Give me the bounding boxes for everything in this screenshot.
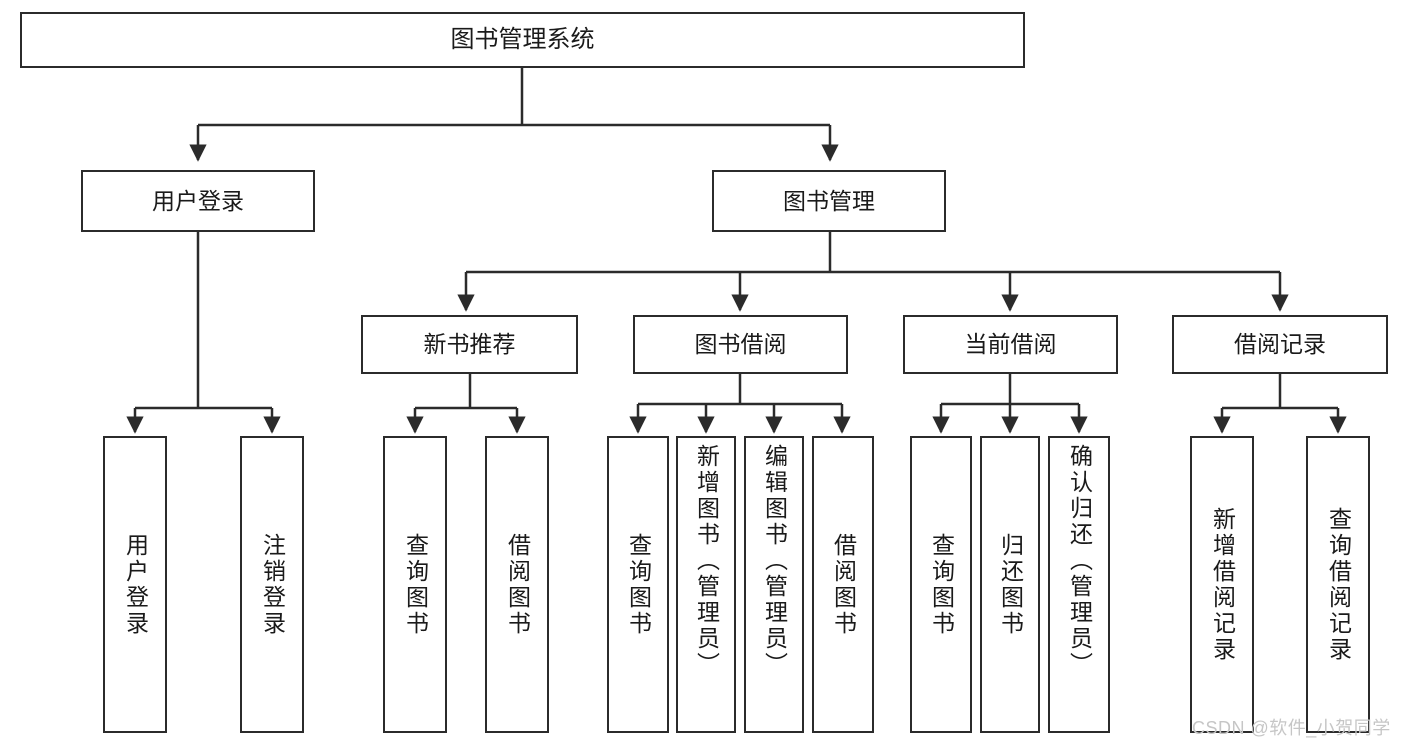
- leaf-add-book-admin[interactable]: 新增图书（管理员）: [676, 436, 736, 733]
- node-book-management-system[interactable]: 图书管理系统: [20, 12, 1025, 68]
- node-current-borrow[interactable]: 当前借阅: [903, 315, 1118, 374]
- node-label: 当前借阅: [964, 331, 1057, 358]
- node-label: 新增借阅记录: [1209, 506, 1236, 663]
- node-label: 编辑图书（管理员）: [761, 444, 788, 678]
- node-label: 借阅图书: [504, 532, 531, 637]
- node-label: 注销登录: [259, 532, 286, 637]
- node-label: 借阅记录: [1234, 331, 1326, 358]
- leaf-borrow-book[interactable]: 借阅图书: [812, 436, 874, 733]
- node-label: 借阅图书: [830, 532, 857, 637]
- node-label: 归还图书: [997, 532, 1024, 637]
- node-label: 查询图书: [402, 532, 429, 637]
- node-user-login[interactable]: 用户登录: [81, 170, 315, 232]
- node-label: 图书管理: [783, 187, 875, 214]
- node-borrow-records[interactable]: 借阅记录: [1172, 315, 1388, 374]
- node-label: 查询图书: [625, 532, 652, 637]
- leaf-return-book[interactable]: 归还图书: [980, 436, 1040, 733]
- leaf-query-book-recommend[interactable]: 查询图书: [383, 436, 447, 733]
- node-label: 用户登录: [122, 532, 149, 637]
- node-label: 新增图书（管理员）: [693, 444, 720, 678]
- leaf-query-book-borrow[interactable]: 查询图书: [607, 436, 669, 733]
- node-label: 图书管理系统: [450, 26, 595, 54]
- leaf-query-book-current[interactable]: 查询图书: [910, 436, 972, 733]
- leaf-edit-book-admin[interactable]: 编辑图书（管理员）: [744, 436, 804, 733]
- leaf-query-borrow-record[interactable]: 查询借阅记录: [1306, 436, 1370, 733]
- node-book-borrow[interactable]: 图书借阅: [633, 315, 848, 374]
- leaf-user-logout[interactable]: 注销登录: [240, 436, 304, 733]
- node-label: 查询借阅记录: [1325, 506, 1352, 663]
- node-label: 用户登录: [152, 187, 244, 214]
- leaf-add-borrow-record[interactable]: 新增借阅记录: [1190, 436, 1254, 733]
- leaf-user-login[interactable]: 用户登录: [103, 436, 167, 733]
- watermark-text: CSDN @软件_小贺同学: [1192, 718, 1391, 738]
- node-label: 确认归还（管理员）: [1066, 444, 1093, 678]
- node-label: 查询图书: [928, 532, 955, 637]
- node-label: 图书借阅: [694, 331, 787, 358]
- node-label: 新书推荐: [423, 331, 516, 358]
- leaf-confirm-return-admin[interactable]: 确认归还（管理员）: [1048, 436, 1110, 733]
- leaf-borrow-book-recommend[interactable]: 借阅图书: [485, 436, 549, 733]
- node-new-book-recommend[interactable]: 新书推荐: [361, 315, 578, 374]
- node-book-management[interactable]: 图书管理: [712, 170, 946, 232]
